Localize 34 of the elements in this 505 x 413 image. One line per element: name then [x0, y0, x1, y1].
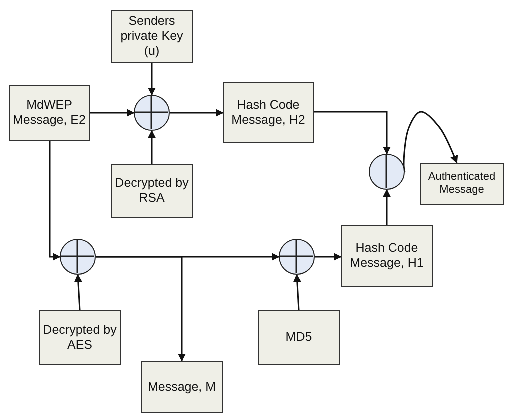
box-label: Hash Code Message, H1 — [349, 241, 425, 271]
arrow — [148, 130, 156, 164]
arrow — [96, 256, 186, 362]
process-box — [341, 225, 433, 287]
arrow — [383, 189, 391, 225]
box-label: Message, M — [148, 380, 216, 394]
arrow — [74, 274, 82, 310]
arrow — [315, 253, 342, 261]
combiner-symbol — [369, 154, 405, 190]
box-label: Decrypted by RSA — [114, 176, 190, 206]
process-box — [111, 164, 193, 218]
process-box — [111, 10, 193, 63]
arrow — [90, 109, 135, 117]
process-box — [9, 85, 90, 141]
box-label: Decrypted by AES — [42, 322, 118, 352]
box-label: Hash Code Message, H2 — [230, 98, 306, 128]
box-label: Senders private Key (u) — [120, 14, 184, 59]
box-label: MD5 — [286, 330, 312, 345]
arrow — [49, 141, 61, 261]
xor-symbol — [279, 239, 315, 275]
arrow — [403, 111, 458, 172]
box-label: Authenticated Message — [427, 170, 497, 198]
arrow — [148, 63, 156, 96]
process-box — [141, 361, 223, 413]
process-box — [420, 163, 504, 205]
process-box — [258, 310, 340, 365]
arrow — [170, 109, 224, 117]
arrow — [314, 111, 391, 155]
process-box — [223, 82, 314, 143]
box-label: MdWEP Message, E2 — [12, 98, 87, 128]
process-box — [39, 310, 121, 365]
xor-symbol — [134, 95, 170, 131]
xor-symbol — [60, 239, 96, 275]
arrow — [293, 274, 302, 310]
